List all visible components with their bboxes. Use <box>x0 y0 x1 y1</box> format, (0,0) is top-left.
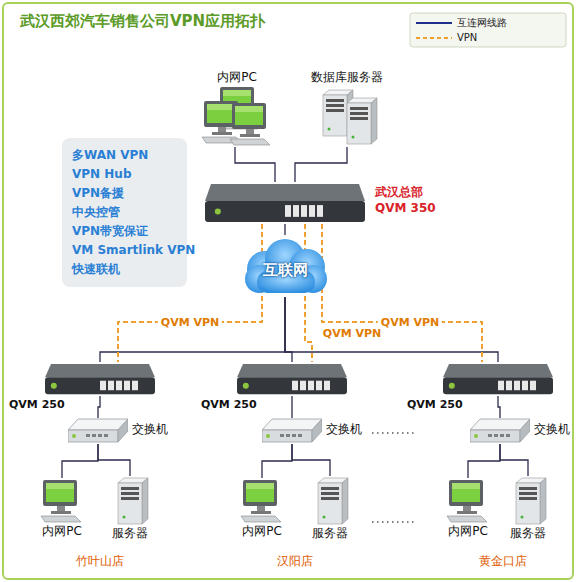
server-icon <box>300 85 394 147</box>
vpn-router: QVM 250 <box>443 362 553 396</box>
store-name: 黄金口店 <box>479 553 527 570</box>
device-label: 数据库服务器 <box>300 70 394 85</box>
store-name: 汉阳店 <box>277 553 313 570</box>
legend-text: VPN <box>457 31 477 44</box>
legend-text: 互连网线路 <box>457 16 507 29</box>
switch-label: 交换机 <box>534 421 570 438</box>
network-link <box>285 297 498 362</box>
store-name: 竹叶山店 <box>76 553 124 570</box>
switch-text: 交换机 <box>326 421 362 438</box>
vpn-label: QVM VPN <box>158 316 222 329</box>
feature-item: VM Smartlink VPN <box>72 241 177 260</box>
pc-node: 内网PC <box>32 478 92 539</box>
pc-icon <box>438 478 498 524</box>
device-label: 服务器 <box>305 526 355 541</box>
network-switch: 交换机 <box>470 418 530 444</box>
pc-icon <box>195 85 279 147</box>
router-label-text: QVM 350 <box>375 200 436 216</box>
diagram-title: 武汉西郊汽车销售公司VPN应用拓扑 <box>20 12 265 31</box>
device-label: 内网PC <box>32 524 92 539</box>
label-holder: 内网PC <box>438 524 498 539</box>
server-node: 数据库服务器 <box>300 70 394 147</box>
vpn-tunnel-line <box>305 224 312 362</box>
router-label: QVM 250 <box>9 398 65 411</box>
switch-label: 交换机 <box>326 421 362 438</box>
vpn-label: QVM VPN <box>378 316 442 329</box>
feature-item: 多WAN VPN <box>72 146 177 165</box>
vpn-router: QVM 250 <box>45 362 155 396</box>
pc-icon <box>32 478 92 524</box>
network-link <box>235 147 275 182</box>
network-link <box>468 444 500 478</box>
pc-node: 内网PC <box>232 478 292 539</box>
network-link <box>292 444 330 476</box>
network-link <box>100 297 285 362</box>
switch-text: 交换机 <box>132 421 168 438</box>
device-label: 服务器 <box>105 526 155 541</box>
router-label-text: 武汉总部 <box>375 184 436 200</box>
cloud-label: 互联网 <box>237 247 333 293</box>
device-label: 内网PC <box>232 524 292 539</box>
feature-item: 快速联机 <box>72 260 177 279</box>
network-link <box>291 396 292 418</box>
vpn-tunnel-line <box>322 224 482 362</box>
vpn-router: 武汉总部QVM 350 <box>205 182 365 224</box>
device-label: 服务器 <box>503 526 553 541</box>
feature-item: VPN带宽保证 <box>72 222 177 241</box>
vpn-router: QVM 250 <box>237 362 347 396</box>
label-holder: 服务器 <box>105 526 155 541</box>
label-holder: 服务器 <box>305 526 355 541</box>
label-holder: 内网PC <box>232 524 292 539</box>
network-link <box>98 444 130 476</box>
router-model: QVM 250 <box>9 398 65 411</box>
switch-text: 交换机 <box>534 421 570 438</box>
network-link <box>62 444 98 478</box>
router-label: QVM 250 <box>407 398 463 411</box>
router-model: QVM 250 <box>201 398 257 411</box>
server-icon <box>503 476 553 526</box>
switch-label: 交换机 <box>132 421 168 438</box>
network-link <box>498 396 500 418</box>
server-node: 服务器 <box>105 476 155 541</box>
vpn-label: QVM VPN <box>320 327 384 340</box>
pc-node: 内网PC <box>195 70 279 147</box>
label-holder: 内网PC <box>195 70 279 85</box>
feature-item: VPN Hub <box>72 165 177 184</box>
server-node: 服务器 <box>305 476 355 541</box>
network-switch: 交换机 <box>68 418 128 444</box>
network-link <box>500 444 528 476</box>
feature-item: 中央控管 <box>72 203 177 222</box>
legend-panel <box>410 13 566 47</box>
legend-dash-sample <box>416 37 452 39</box>
more-stores-dots <box>372 433 414 522</box>
server-node: 服务器 <box>503 476 553 541</box>
label-holder: 数据库服务器 <box>300 70 394 85</box>
label-holder: 内网PC <box>32 524 92 539</box>
network-link <box>284 224 285 235</box>
feature-item: VPN备援 <box>72 184 177 203</box>
router-label: QVM 250 <box>201 398 257 411</box>
device-label: 内网PC <box>438 524 498 539</box>
network-link <box>98 396 100 418</box>
router-label: 武汉总部QVM 350 <box>375 184 436 216</box>
internet-cloud: 互联网 <box>237 235 333 297</box>
pc-icon <box>232 478 292 524</box>
pc-node: 内网PC <box>438 478 498 539</box>
legend-line-sample <box>416 22 452 24</box>
feature-list-box: 多WAN VPNVPN HubVPN备援中央控管VPN带宽保证VM Smartl… <box>62 138 187 287</box>
server-icon <box>105 476 155 526</box>
server-icon <box>305 476 355 526</box>
cloud-text: 互联网 <box>263 261 308 280</box>
label-holder: 服务器 <box>503 526 553 541</box>
network-switch: 交换机 <box>262 418 322 444</box>
network-link <box>262 444 292 478</box>
network-link <box>295 147 347 182</box>
device-label: 内网PC <box>195 70 279 85</box>
router-model: QVM 250 <box>407 398 463 411</box>
